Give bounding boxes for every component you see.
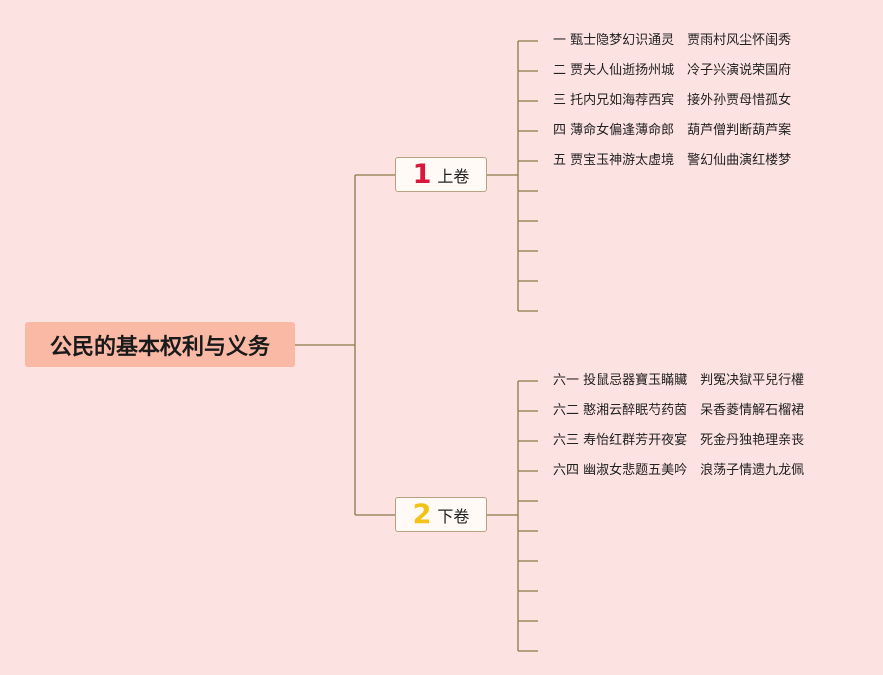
leaf-item[interactable]: 六三 寿怡红群芳开夜宴 死金丹独艳理亲丧	[553, 433, 805, 448]
root-topic[interactable]: 公民的基本权利与义务	[25, 322, 295, 367]
leaf-item[interactable]: 一 甄士隐梦幻识通灵 贾雨村风尘怀闺秀	[553, 33, 792, 48]
leaf-item[interactable]: 四 薄命女偏逢薄命郎 葫芦僧判断葫芦案	[553, 123, 792, 138]
branch-label-lower-volume: 下卷	[437, 506, 470, 526]
branch-node-lower-volume[interactable]: 2 下卷	[395, 497, 487, 532]
root-topic-label: 公民的基本权利与义务	[49, 334, 270, 360]
leaf-item[interactable]: 六一 投鼠忌器寶玉瞞贜 判冤决獄平兒行權	[553, 373, 805, 388]
leaf-item[interactable]: 二 贾夫人仙逝扬州城 冷子兴演说荣国府	[553, 63, 792, 78]
leaf-item[interactable]: 六二 憨湘云醉眠芍药茵 呆香菱情解石榴裙	[553, 403, 805, 418]
branch-number-2: 2	[412, 499, 432, 530]
leaf-item[interactable]: 三 托内兄如海荐西宾 接外孙贾母惜孤女	[553, 93, 792, 108]
branch-node-upper-volume[interactable]: 1 上卷	[395, 157, 487, 192]
leaf-item[interactable]: 五 贾宝玉神游太虚境 警幻仙曲演红楼梦	[553, 153, 792, 168]
branch-number-1: 1	[412, 159, 432, 190]
leaf-item[interactable]: 六四 幽淑女悲题五美吟 浪荡子情遗九龙佩	[553, 463, 805, 478]
branch-label-upper-volume: 上卷	[437, 166, 470, 186]
